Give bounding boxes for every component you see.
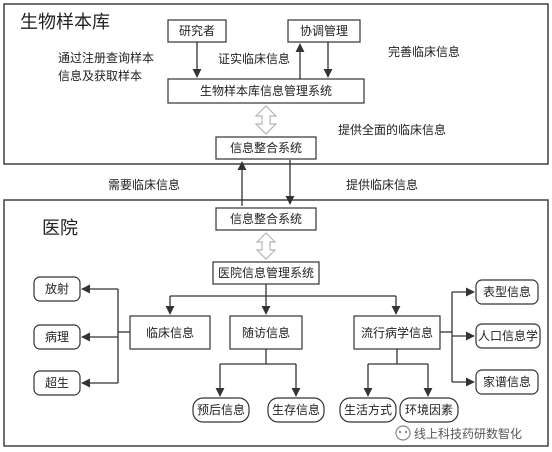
hospital-integration-box — [215, 207, 317, 231]
coordination-box — [287, 19, 361, 43]
watermark-icon — [395, 425, 411, 441]
genealogy-box — [475, 369, 539, 395]
clinical-box — [129, 315, 211, 350]
prognosis-box — [192, 397, 250, 423]
flow-need-clinical: 需要临床信息 — [108, 177, 180, 192]
watermark: 线上科技药研数智化 — [395, 425, 522, 441]
phenotype-label: 表型信息 — [483, 284, 531, 299]
pathology-label: 病理 — [45, 329, 69, 344]
note-register-line2: 信息及获取样本 — [58, 68, 142, 83]
coordination-label: 协调管理 — [300, 23, 348, 38]
survival-label: 生存信息 — [272, 402, 320, 417]
environment-box — [399, 397, 459, 423]
genealogy-label: 家谱信息 — [483, 374, 531, 389]
ultrasound-label: 超生 — [45, 375, 69, 390]
hollow-double-arrow-top — [254, 105, 278, 135]
prognosis-label: 预后信息 — [197, 402, 245, 417]
lifestyle-box — [339, 397, 397, 423]
note-register-line1: 通过注册查询样本 — [58, 50, 154, 65]
biobank-integration-box — [215, 136, 317, 160]
epidemiology-label: 流行病学信息 — [361, 325, 433, 340]
watermark-text: 线上科技药研数智化 — [414, 426, 522, 441]
pathology-box — [33, 324, 81, 350]
demography-label: 人口信息学 — [478, 328, 538, 343]
environment-label: 环境因素 — [405, 402, 453, 417]
biobank-panel — [3, 3, 549, 165]
his-label: 医院信息管理系统 — [218, 265, 314, 280]
ultrasound-box — [33, 370, 81, 396]
phenotype-box — [475, 279, 539, 305]
flow-provide-clinical: 提供临床信息 — [346, 177, 418, 192]
note-improve: 完善临床信息 — [388, 44, 460, 59]
note-verify: 证实临床信息 — [218, 51, 290, 66]
hospital-panel — [3, 199, 549, 447]
radiology-label: 放射 — [45, 281, 69, 296]
followup-box — [229, 315, 303, 350]
sample-system-box — [167, 78, 365, 104]
note-provide-full: 提供全面的临床信息 — [338, 122, 446, 137]
hollow-double-arrow-bottom — [255, 232, 277, 260]
survival-box — [267, 397, 325, 423]
researcher-label: 研究者 — [179, 23, 215, 38]
biobank-title: 生物样本库 — [20, 12, 110, 33]
sample-system-label: 生物样本库信息管理系统 — [200, 83, 332, 98]
lifestyle-label: 生活方式 — [344, 402, 392, 417]
demography-box — [475, 323, 541, 349]
biobank-integration-label: 信息整合系统 — [230, 140, 302, 155]
radiology-box — [33, 276, 81, 302]
followup-label: 随访信息 — [242, 325, 290, 340]
hospital-integration-label: 信息整合系统 — [230, 211, 302, 226]
hospital-title: 医院 — [42, 218, 78, 239]
clinical-label: 临床信息 — [146, 325, 194, 340]
